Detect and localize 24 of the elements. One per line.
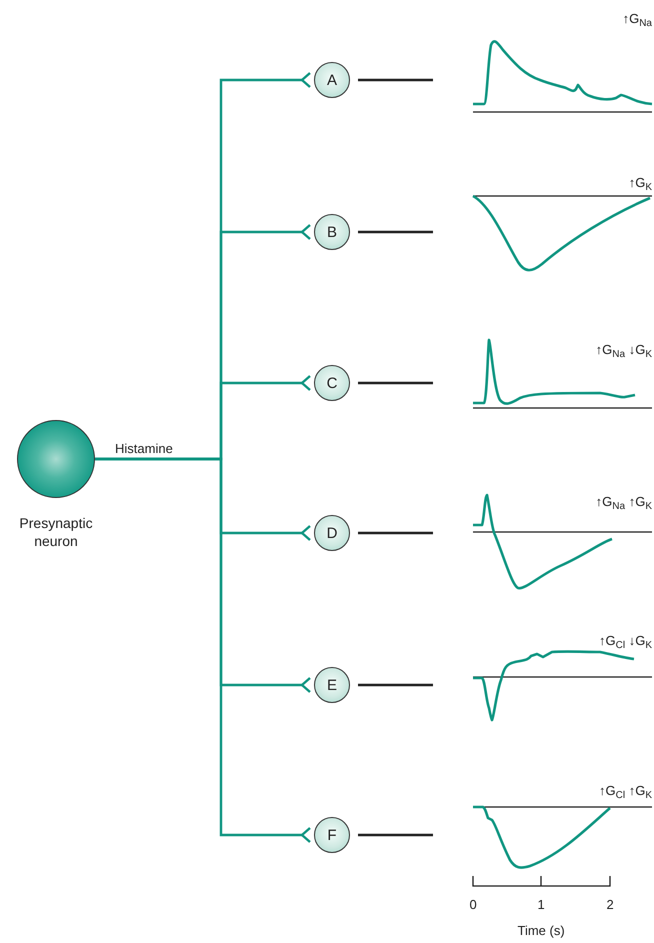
transmitter-label: Histamine — [115, 442, 173, 455]
recording-line — [358, 230, 433, 234]
conductance-label: ↑G$_{Na}$ — [622, 12, 652, 29]
target-neuron-circle: D — [314, 515, 350, 551]
target-neuron-circle: C — [314, 365, 350, 401]
conductance-label: ↑G$_{Cl}$ ↑G$_{K}$ — [599, 784, 652, 801]
target-neuron-circle: B — [314, 214, 350, 250]
recording-line — [358, 532, 433, 534]
target-neuron-circle: E — [314, 667, 350, 703]
conductance-label: ↑G$_{K}$ — [628, 176, 652, 193]
target-neuron-circle: A — [314, 62, 350, 98]
recording-line — [358, 78, 433, 82]
target-neuron-circle: F — [314, 817, 350, 853]
conductance-label: ↑G$_{Cl}$ ↓G$_{K}$ — [599, 634, 652, 651]
tick-label: 2 — [606, 898, 614, 911]
recording-line — [358, 382, 433, 384]
tick-label: 1 — [538, 898, 545, 911]
conductance-label: ↑G$_{Na}$ ↑G$_{K}$ — [596, 495, 652, 512]
recording-line — [358, 834, 433, 836]
axis-title: Time (s) — [518, 924, 565, 937]
tick-label: 0 — [470, 898, 477, 911]
conductance-label: ↑G$_{Na}$ ↓G$_{K}$ — [596, 343, 652, 360]
neuron-caption: Presynaptic neuron — [18, 514, 94, 550]
recording-line — [358, 684, 433, 686]
